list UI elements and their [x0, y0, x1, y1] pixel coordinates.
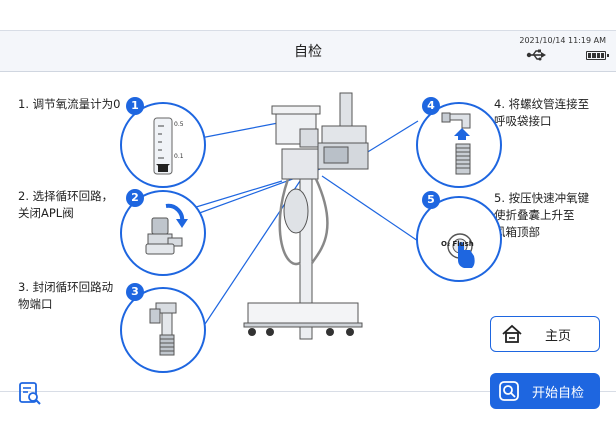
step-5-text: 5. 按压快速冲氧键 使折叠囊上升至 风箱顶部 [494, 190, 589, 241]
start-self-check-label: 开始自检 [532, 385, 585, 401]
step-4-badge: 4 [422, 97, 440, 115]
step-2-badge: 2 [126, 189, 144, 207]
step-4-illustration [416, 102, 502, 188]
hose-connect-icon [441, 112, 471, 175]
o2-flush-label: O₂ Flush [441, 240, 474, 248]
flowmeter-top-mark: 0.5 [174, 121, 184, 128]
step-1-text: 1. 调节氧流量计为0 [18, 97, 121, 111]
step-2-line2: 关闭APL阀 [18, 206, 74, 220]
step-4-line2: 呼吸袋接口 [494, 114, 552, 128]
start-check-icon [499, 381, 519, 401]
home-button[interactable]: 主页 [490, 316, 600, 352]
step-3-line2: 物端口 [18, 297, 53, 311]
o2-flush-button-icon [447, 233, 475, 268]
start-self-check-button[interactable]: 开始自检 [490, 373, 600, 409]
datetime-display: 2021/10/14 11:19 AM [519, 36, 606, 45]
main-screen: 自检 2021/10/14 11:19 AM [0, 30, 616, 409]
step-1-illustration: 0.5 0.1 [120, 102, 206, 188]
step-2-line1: 2. 选择循环回路， [18, 189, 114, 203]
step-5-illustration [416, 196, 502, 282]
step-5-line3: 风箱顶部 [494, 225, 540, 239]
step-3-line1: 3. 封闭循环回路动 [18, 280, 114, 294]
step-5-badge: 5 [422, 191, 440, 209]
home-icon [502, 324, 522, 343]
report-search-icon[interactable] [18, 381, 42, 405]
anesthesia-machine-diagram [182, 92, 419, 340]
step-5-line2: 使折叠囊上升至 [494, 208, 575, 222]
step-3-badge: 3 [126, 283, 144, 301]
battery-icon [586, 51, 609, 60]
step-4-text: 4. 将螺纹管连接至 呼吸袋接口 [494, 96, 589, 130]
step-2-text: 2. 选择循环回路， 关闭APL阀 [18, 188, 113, 222]
port-seal-icon [149, 302, 177, 356]
step-5-line1: 5. 按压快速冲氧键 [494, 191, 590, 205]
header-bar: 自检 2021/10/14 11:19 AM [0, 31, 616, 72]
step-3-illustration [120, 287, 206, 373]
step-1-badge: 1 [126, 97, 144, 115]
step-3-text: 3. 封闭循环回路动 物端口 [18, 279, 113, 313]
apl-valve-icon [145, 203, 188, 255]
usb-icon [526, 49, 546, 61]
flowmeter-bottom-mark: 0.1 [174, 153, 184, 160]
page-title: 自检 [294, 44, 322, 60]
step-4-line1: 4. 将螺纹管连接至 [494, 97, 590, 111]
home-button-label: 主页 [545, 328, 572, 344]
flowmeter-icon [153, 117, 173, 175]
